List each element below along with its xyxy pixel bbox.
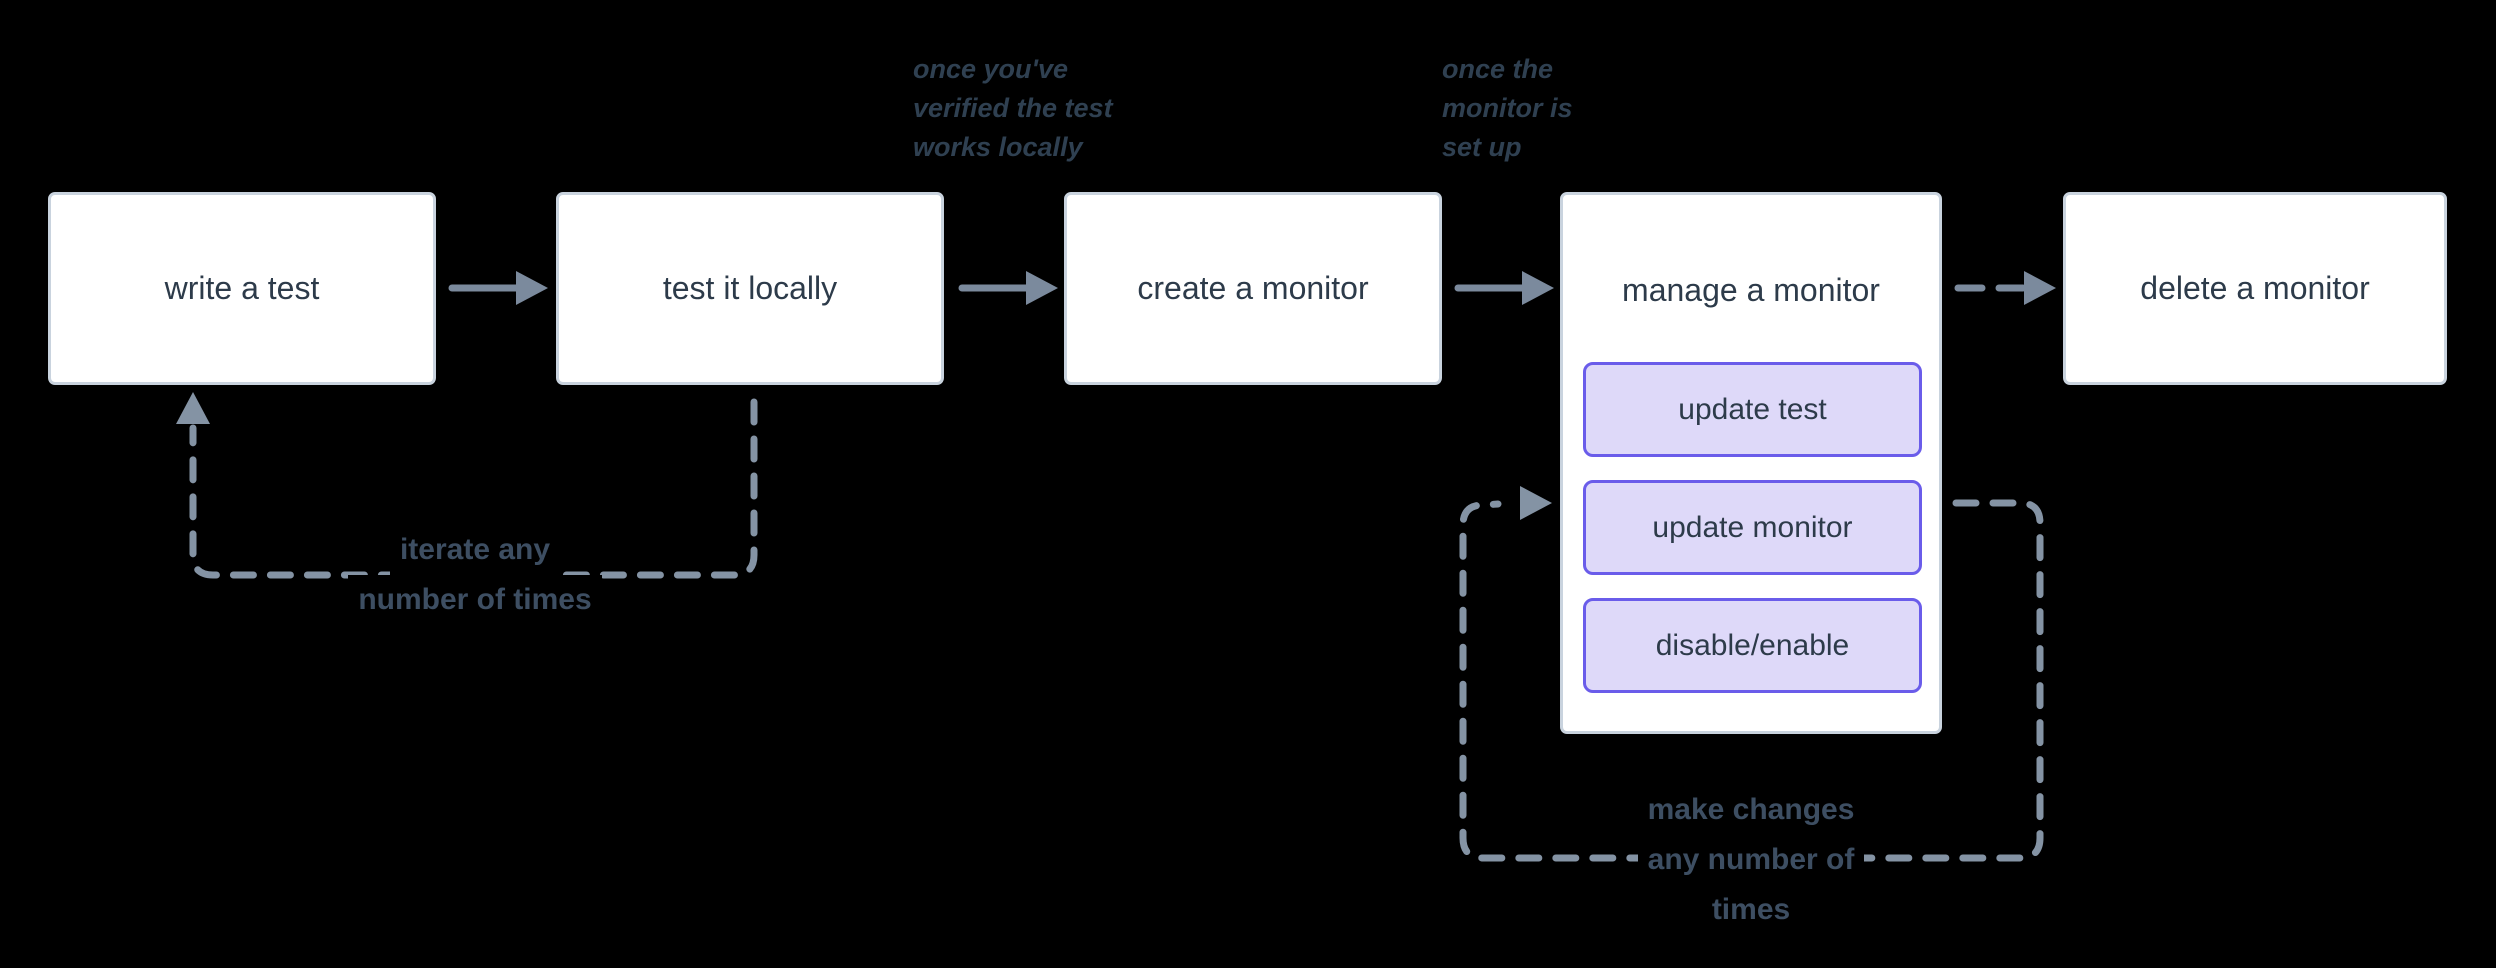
arrowhead-write-to-test-icon xyxy=(516,271,548,305)
node-create-a-monitor: create a monitor xyxy=(1064,192,1442,385)
node-manage-a-monitor: manage a monitor update test update moni… xyxy=(1560,192,1942,734)
arrowhead-test-to-create-icon xyxy=(1026,271,1058,305)
node-test-it-locally: test it locally xyxy=(556,192,944,385)
annotation-line: monitor is xyxy=(1442,93,1573,123)
action-label: update monitor xyxy=(1652,510,1853,544)
node-label: write a test xyxy=(164,270,320,306)
action-update-test: update test xyxy=(1583,362,1922,457)
annotation-line: once the xyxy=(1442,54,1554,84)
loop-label-line: times xyxy=(1701,885,1801,935)
arrowhead-create-to-manage-icon xyxy=(1522,271,1554,305)
node-label: test it locally xyxy=(662,270,838,306)
label-iterate-loop: iterate any number of times xyxy=(275,525,675,625)
annotation-line: set up xyxy=(1442,132,1522,162)
loop-label-line: iterate any xyxy=(389,525,561,575)
action-disable-enable: disable/enable xyxy=(1583,598,1922,693)
annotation-line: once you've xyxy=(913,54,1068,84)
arrowhead-manage-to-delete-icon xyxy=(2024,271,2056,305)
action-label: update test xyxy=(1678,392,1827,426)
node-write-a-test: write a test xyxy=(48,192,436,385)
annotation-line: works locally xyxy=(913,132,1083,162)
label-changes-loop: make changes any number of times xyxy=(1551,785,1951,935)
loop-label-line: any number of xyxy=(1637,835,1865,885)
action-update-monitor: update monitor xyxy=(1583,480,1922,575)
annotation-once-verified: once you've verified the test works loca… xyxy=(913,50,1113,167)
node-delete-a-monitor: delete a monitor xyxy=(2063,192,2447,385)
arrowhead-iterate-loop-icon xyxy=(176,392,210,424)
node-label: delete a monitor xyxy=(2140,270,2370,306)
node-label: create a monitor xyxy=(1137,270,1369,306)
loop-label-line: make changes xyxy=(1637,785,1865,835)
arrowhead-changes-loop-icon xyxy=(1520,486,1552,520)
node-label: manage a monitor xyxy=(1622,271,1880,308)
loop-label-line: number of times xyxy=(348,575,602,625)
action-label: disable/enable xyxy=(1655,628,1850,662)
annotation-line: verified the test xyxy=(913,93,1113,123)
annotation-once-set-up: once the monitor is set up xyxy=(1442,50,1573,167)
